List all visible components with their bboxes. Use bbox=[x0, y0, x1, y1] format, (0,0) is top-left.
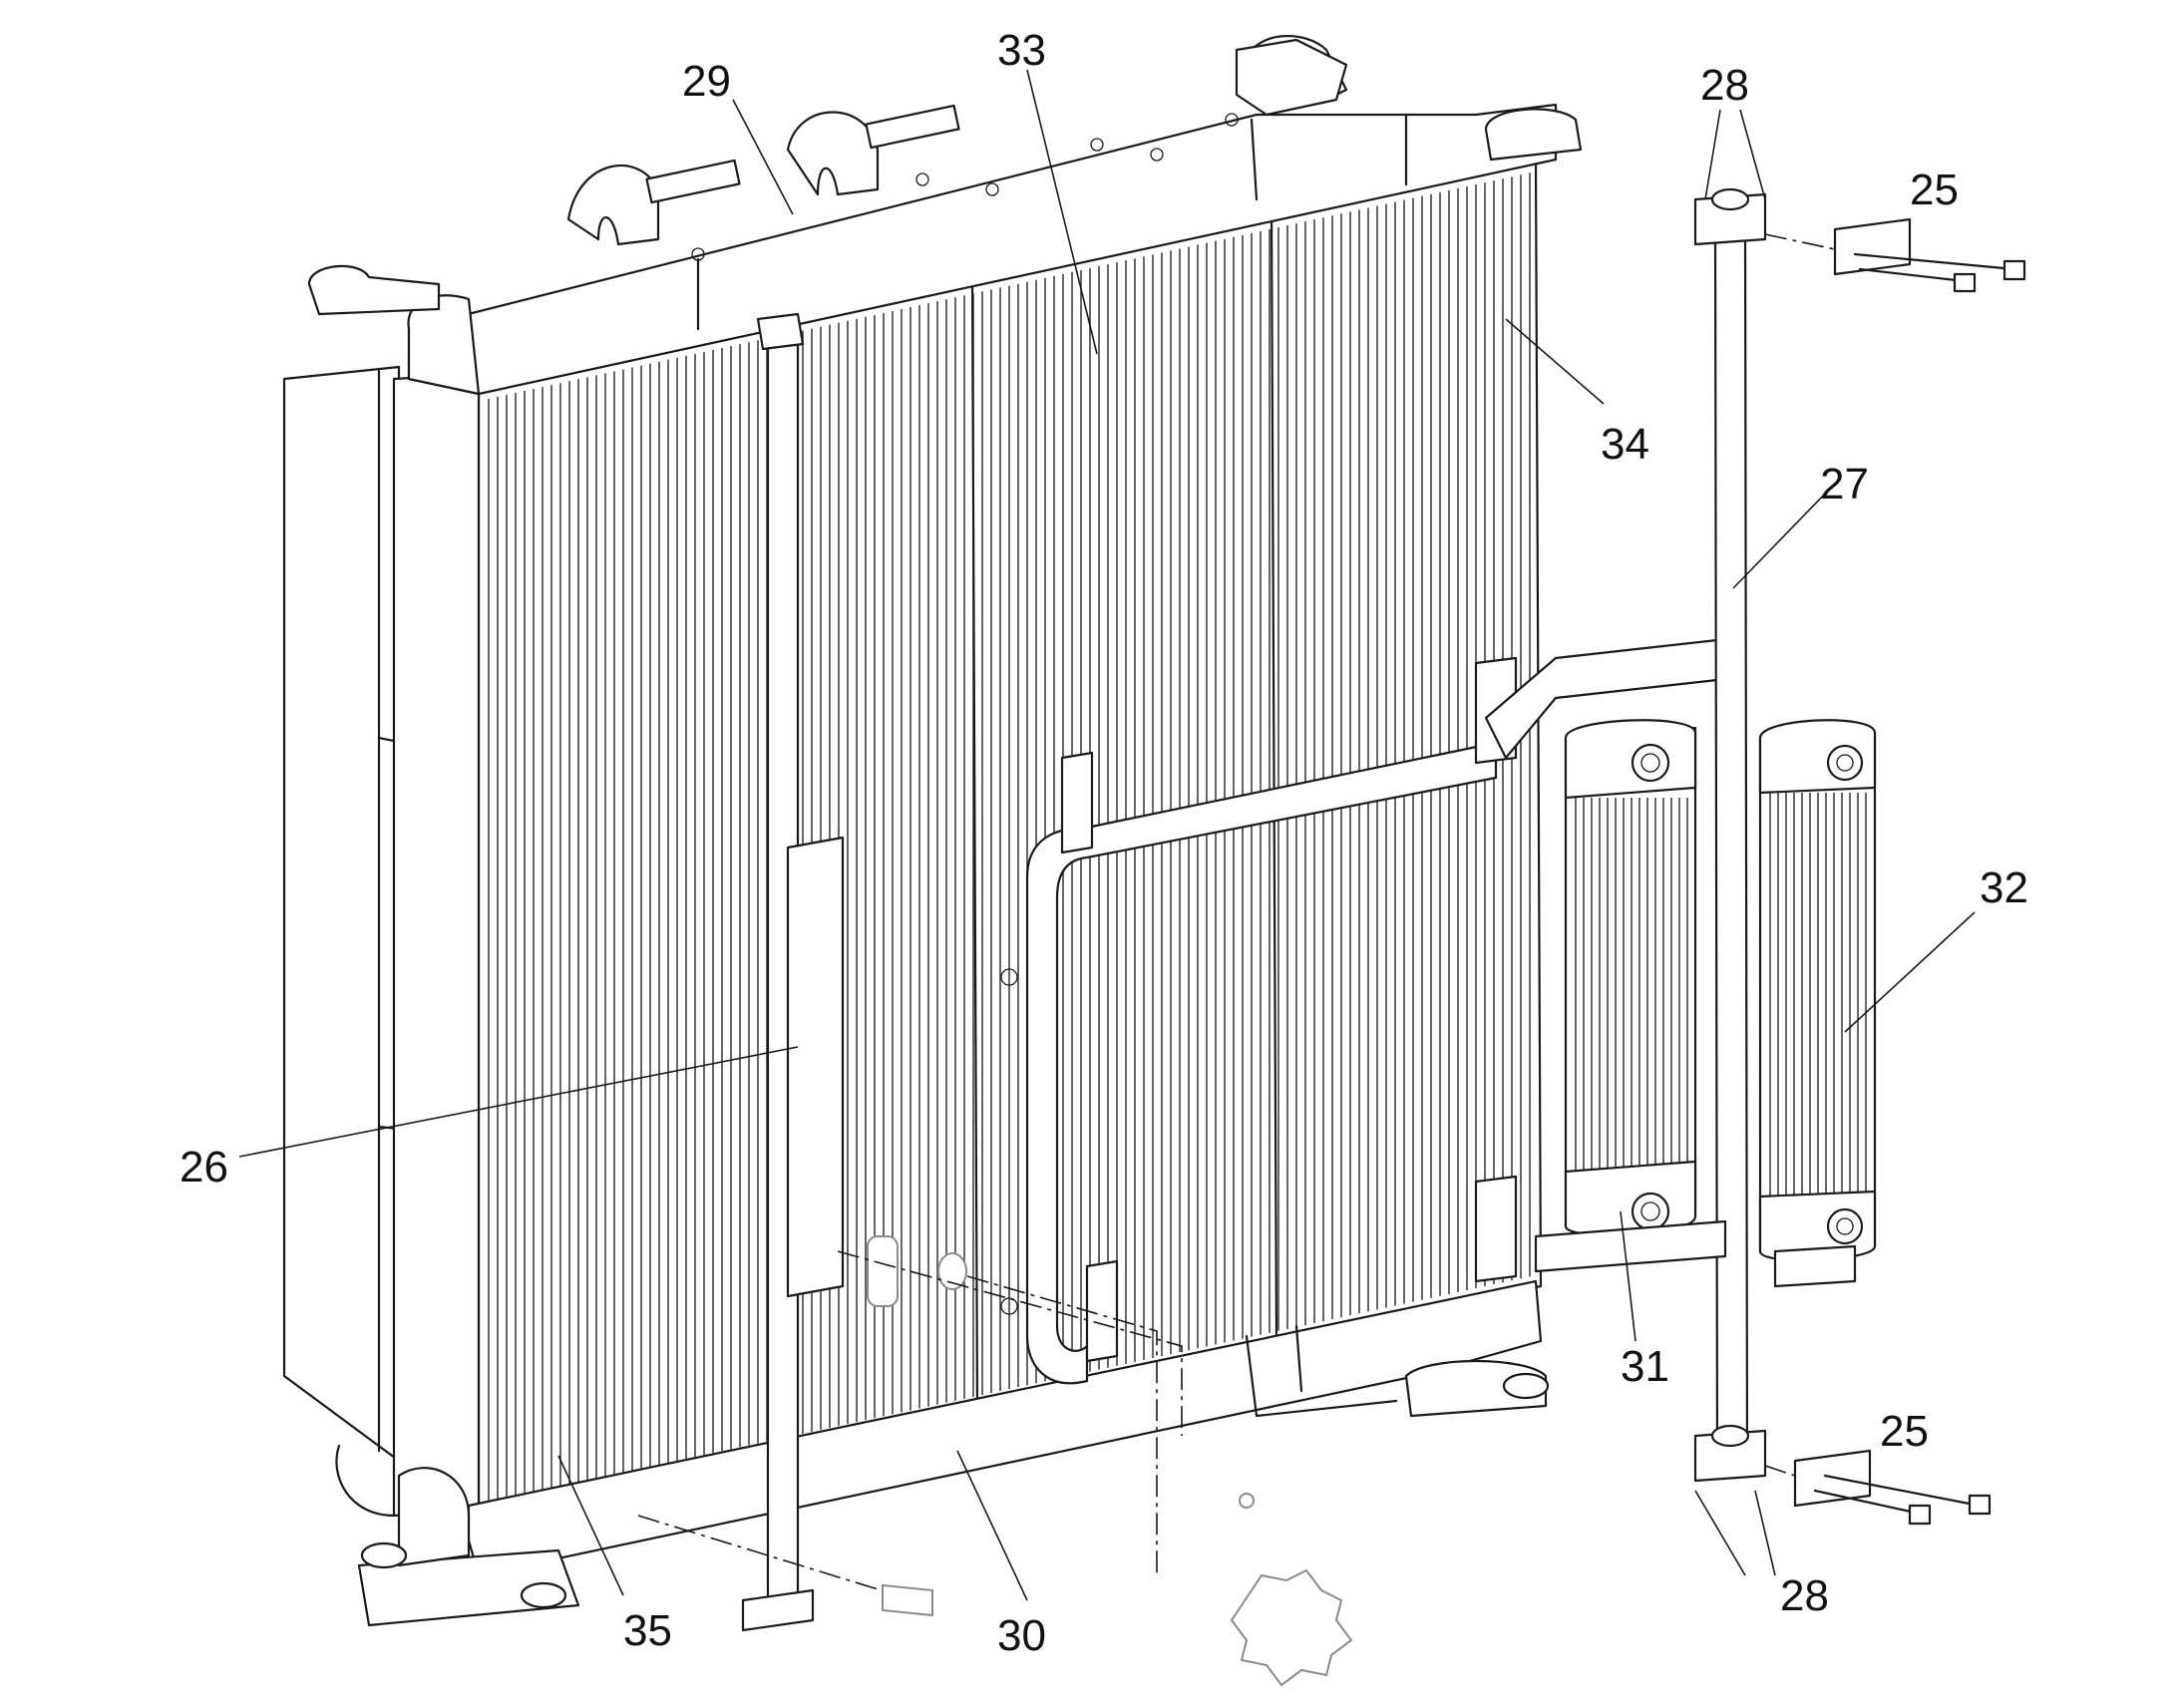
callout-labels: 29 33 28 25 34 27 32 26 31 25 28 35 30 bbox=[180, 26, 2028, 1660]
callout-25-bottom: 25 bbox=[1880, 1407, 1929, 1456]
oil-cooler-31-fins bbox=[1575, 798, 1688, 1172]
vertical-support-rod bbox=[1693, 187, 1767, 1483]
callout-29: 29 bbox=[682, 57, 731, 106]
support-rod-left bbox=[741, 312, 845, 1632]
callout-33: 33 bbox=[997, 26, 1046, 75]
callout-32: 32 bbox=[1980, 863, 2028, 912]
oil-cooler-31 bbox=[1534, 719, 1727, 1273]
callout-34: 34 bbox=[1601, 420, 1649, 469]
drain-hardware bbox=[637, 1235, 1353, 1687]
callout-27: 27 bbox=[1820, 460, 1869, 509]
callout-35: 35 bbox=[623, 1606, 672, 1655]
leader-lines bbox=[238, 69, 1976, 1601]
oil-cooler-32-fins bbox=[1769, 793, 1867, 1196]
bottom-header-tank bbox=[357, 1279, 1550, 1627]
top-header-tank bbox=[307, 34, 1583, 396]
mounting-plate-upper bbox=[1764, 217, 2026, 293]
mounting-plate-lower bbox=[1764, 1449, 1992, 1526]
callout-26: 26 bbox=[180, 1143, 228, 1192]
cooler-frame bbox=[1000, 636, 1737, 1385]
callout-28-bottom: 28 bbox=[1780, 1571, 1829, 1620]
oil-cooler-32 bbox=[1758, 719, 1877, 1288]
callout-30: 30 bbox=[997, 1611, 1046, 1660]
callout-28-top: 28 bbox=[1700, 61, 1749, 110]
callout-25-top: 25 bbox=[1910, 166, 1959, 214]
radiator-fins bbox=[488, 172, 1531, 1502]
radiator-main-core bbox=[282, 158, 1543, 1518]
callout-31: 31 bbox=[1621, 1342, 1669, 1391]
